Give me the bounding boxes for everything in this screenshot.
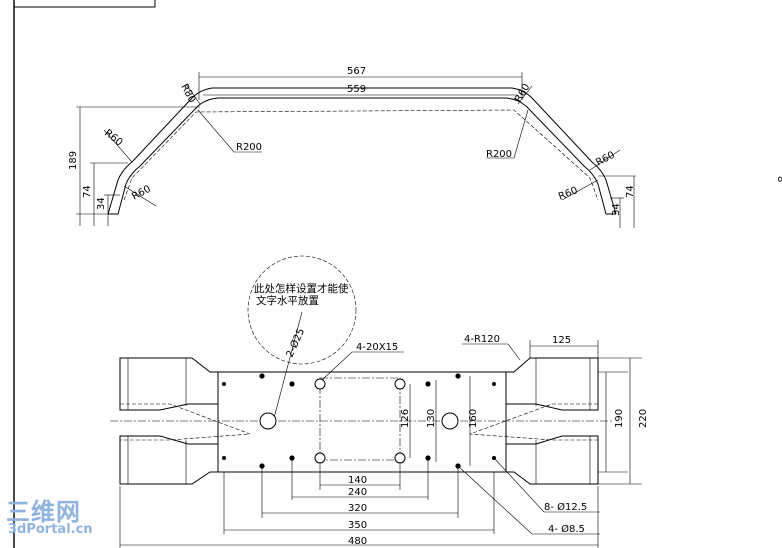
slot-hole	[314, 378, 326, 390]
left-arm-top	[119, 357, 219, 411]
top-view: 567 559 189 74 34 74 34 R80 R60 R60 R200…	[68, 66, 636, 228]
leader-hole-large	[493, 457, 600, 513]
leader-r60-right-upper	[589, 149, 621, 171]
right-arm-inner	[469, 403, 598, 441]
edge-dimension-fragment: 8	[775, 176, 782, 182]
hole-d12-5	[289, 455, 295, 461]
right-arm-bottom	[505, 435, 599, 485]
dim-126: 126	[400, 409, 411, 428]
dim-240: 240	[348, 487, 367, 498]
dim-559: 559	[347, 84, 366, 95]
left-arm-bottom	[119, 435, 219, 485]
title-block-corner	[14, 0, 156, 8]
hole-d12-5	[425, 381, 431, 387]
profile-flange	[123, 109, 599, 201]
hole-d12-5	[289, 381, 295, 387]
leader-r60-left-upper	[103, 129, 133, 163]
hole-d12-5	[425, 455, 431, 461]
left-arm-inner	[120, 403, 251, 441]
dim-190: 190	[614, 409, 625, 428]
watermark: 三维网 3dPortal.cn	[6, 492, 116, 546]
dim-34-right: 34	[611, 203, 622, 216]
watermark-en: 3dPortal.cn	[8, 522, 93, 537]
label-hole-small: 4- Ø8.5	[548, 523, 585, 535]
hole-d12-5	[259, 373, 265, 379]
label-hole-large: 8- Ø12.5	[544, 501, 587, 513]
annotation-circle	[247, 255, 357, 365]
hole-d25	[259, 412, 277, 430]
slot-hole	[394, 452, 406, 464]
dim-74-left: 74	[82, 185, 93, 198]
hole-d8-5	[492, 382, 496, 386]
annotation-cloud: 此处怎样设置才能使 文字水平放置 2-Ø25	[247, 255, 357, 419]
watermark-cn: 三维网	[6, 498, 81, 526]
dim-130: 130	[426, 409, 437, 428]
hole-d25	[441, 412, 459, 430]
leader-slot	[321, 351, 404, 381]
bottom-view: 4-20X15 4-R120 8- Ø12.5 4- Ø8.5 125 126 …	[110, 334, 649, 548]
leader-r200-left	[197, 109, 262, 153]
profile-inner	[117, 97, 607, 215]
dim-220: 220	[638, 409, 649, 428]
radius-r60-right-lower: R60	[557, 185, 579, 203]
dim-320: 320	[348, 503, 367, 514]
dim-567: 567	[347, 66, 366, 77]
radius-r60-left-upper: R60	[102, 128, 124, 149]
radius-r60-right-top: R60	[513, 82, 532, 105]
radius-r200-left: R200	[236, 142, 262, 153]
annotation-line1: 此处怎样设置才能使	[254, 282, 349, 295]
dim-125: 125	[552, 335, 571, 346]
radius-r60-right-upper: R60	[594, 150, 617, 169]
radius-r60-left-lower: R60	[130, 184, 153, 203]
radius-r200-right: R200	[486, 149, 512, 160]
leader-corner-radius	[462, 343, 521, 361]
slot-pattern	[319, 377, 401, 461]
hole-d8-5	[222, 456, 226, 460]
leader-2-d25	[273, 311, 303, 419]
leader-r60-left-lower	[123, 185, 157, 207]
dim-350: 350	[348, 520, 367, 531]
dim-160: 160	[468, 409, 479, 428]
label-slot: 4-20X15	[356, 342, 398, 353]
hole-d12-5	[259, 463, 265, 469]
dim-140: 140	[348, 475, 367, 486]
leader-r60-right-top	[517, 85, 533, 105]
leader-r80	[185, 83, 201, 105]
dim-34-left: 34	[96, 197, 107, 210]
profile-outer	[107, 87, 617, 215]
right-arm-top	[505, 357, 599, 411]
annotation-line2: 文字水平放置	[256, 294, 319, 307]
hole-d8-5	[222, 382, 226, 386]
slot-hole	[314, 452, 326, 464]
angled-dim-2-d25: 2-Ø25	[284, 326, 307, 359]
leader-hole-small	[457, 465, 600, 535]
leader-r200-right	[486, 109, 529, 159]
leader-r60-right-lower	[561, 179, 599, 201]
radius-r80: R80	[178, 82, 197, 105]
slot-hole	[394, 378, 406, 390]
hole-d12-5	[455, 373, 461, 379]
label-corner-radius: 4-R120	[464, 334, 500, 345]
main-plate	[217, 371, 507, 473]
dim-189: 189	[68, 151, 79, 170]
dim-480: 480	[348, 536, 367, 547]
dim-74-right: 74	[625, 185, 636, 198]
